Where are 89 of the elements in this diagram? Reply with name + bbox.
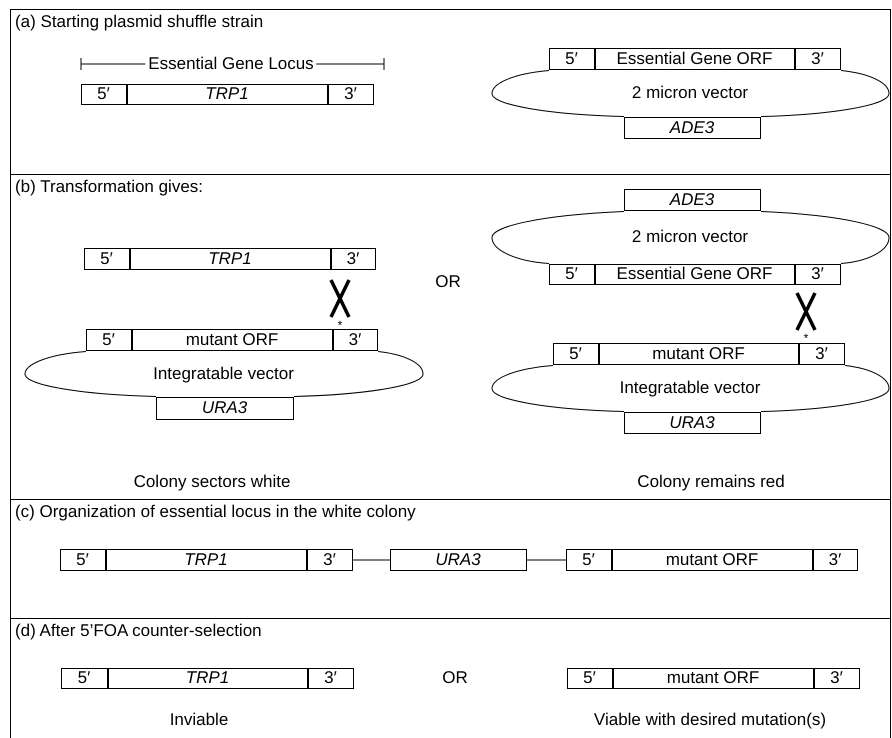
gene-segment	[308, 668, 354, 688]
mutation-asterisk: *	[804, 331, 808, 345]
gene-segment	[624, 412, 760, 434]
panel-heading: (b) Transformation gives:	[15, 177, 204, 197]
segment-label: ADE3	[670, 118, 714, 138]
segment-label: 3′	[811, 48, 824, 68]
gene-segment	[390, 548, 526, 570]
gene-segment	[86, 328, 132, 350]
segment-label: URA3	[202, 398, 248, 418]
segment-label: Essential Gene ORF	[616, 264, 772, 284]
segment-label: 3′	[811, 264, 824, 284]
segment-label: 3′	[323, 550, 336, 570]
segment-label: mutant ORF	[186, 330, 278, 350]
outcome-label: Colony remains red	[637, 472, 785, 492]
gene-segment	[60, 668, 108, 688]
gene-segment	[794, 48, 840, 70]
panel-heading: (d) After 5’FOA counter-selection	[15, 621, 262, 641]
or-label: OR	[442, 668, 468, 688]
segment-label: TRP1	[208, 248, 252, 268]
gene-segment	[624, 116, 760, 138]
outcome-label: Colony sectors white	[134, 472, 290, 492]
gene-segment	[812, 548, 858, 570]
segment-label: 5′	[76, 550, 89, 570]
segment-label: mutant ORF	[666, 550, 758, 570]
vector-label: Integratable vector	[620, 378, 760, 398]
gene-segment	[130, 248, 330, 270]
gene-segment	[106, 548, 306, 570]
panel-band	[10, 499, 891, 618]
gene-segment	[548, 48, 594, 70]
outcome-label: Viable with desired mutation(s)	[594, 710, 826, 730]
gene-segment	[566, 668, 612, 688]
gene-segment	[566, 548, 612, 570]
segment-label: mutant ORF	[666, 668, 760, 688]
panel-band	[10, 618, 891, 738]
gene-segment	[330, 248, 376, 270]
mutation-asterisk: *	[338, 318, 342, 332]
segment-label: 5′	[565, 264, 578, 284]
segment-label: 3′	[348, 330, 362, 350]
gene-segment	[598, 342, 798, 364]
segment-label: 3′	[828, 550, 842, 570]
gene-segment	[794, 264, 840, 284]
segment-label: 5′	[102, 330, 115, 350]
gene-segment	[80, 84, 126, 104]
gene-segment	[612, 548, 812, 570]
segment-label: 3′	[324, 668, 337, 688]
segment-label: 3′	[830, 668, 843, 688]
panel-heading: (c) Organization of essential locus in the white colony	[15, 502, 416, 522]
vector-label: 2 micron vector	[632, 83, 748, 103]
gene-segment	[156, 396, 294, 420]
segment-label: 5′	[583, 668, 596, 688]
gene-segment	[332, 328, 378, 350]
gene-segment	[84, 248, 130, 270]
gene-segment	[798, 342, 844, 364]
segment-label: TRP1	[184, 550, 228, 570]
segment-label: 3′	[815, 344, 828, 364]
gene-segment	[132, 328, 332, 350]
panel-heading: (a) Starting plasmid shuffle strain	[15, 12, 264, 32]
gene-segment	[108, 668, 308, 688]
segment-label: URA3	[435, 550, 481, 570]
segment-label: 5′	[97, 84, 110, 104]
gene-segment	[612, 668, 814, 688]
segment-label: TRP1	[205, 84, 249, 104]
segment-label: 5′	[582, 550, 595, 570]
segment-label: 3′	[344, 84, 357, 104]
segment-label: URA3	[669, 412, 715, 432]
gene-segment	[594, 48, 794, 70]
vector-label: 2 micron vector	[632, 227, 748, 247]
segment-label: Essential Gene ORF	[616, 48, 772, 68]
panel-band	[10, 174, 891, 499]
segment-label: 5′	[78, 668, 90, 688]
gene-segment	[814, 668, 860, 688]
outcome-label: Inviable	[170, 710, 228, 730]
or-label: OR	[435, 272, 461, 292]
gene-segment	[548, 264, 594, 284]
gene-segment	[60, 548, 106, 570]
segment-label: ADE3	[670, 190, 714, 210]
gene-segment	[306, 548, 352, 570]
segment-label: mutant ORF	[652, 344, 745, 364]
vector-label: Integratable vector	[153, 364, 294, 384]
gene-segment	[624, 188, 760, 210]
gene-segment	[126, 84, 328, 104]
segment-label: TRP1	[186, 668, 230, 688]
gene-segment	[328, 84, 374, 104]
segment-label: 5′	[569, 344, 582, 364]
gene-segment	[594, 264, 794, 284]
segment-label: 3′	[346, 248, 360, 268]
gene-segment	[552, 342, 598, 364]
segment-label: 5′	[565, 48, 578, 68]
segment-label: 5′	[100, 248, 113, 268]
